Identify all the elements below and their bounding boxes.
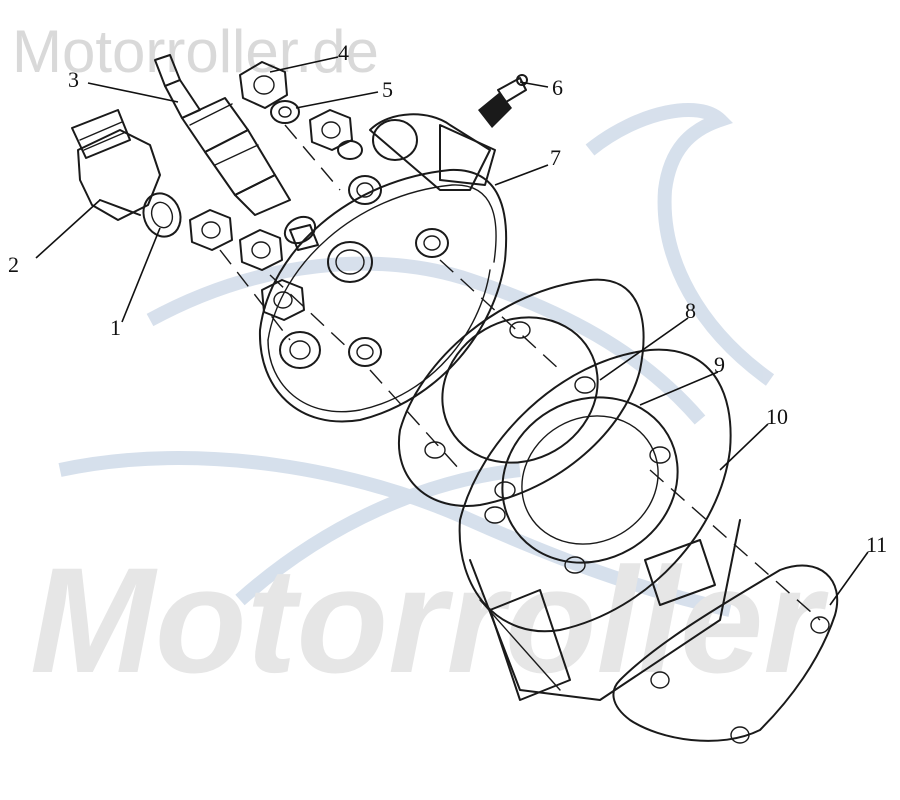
callout-1: 1 [110, 315, 121, 340]
callout-7: 7 [550, 145, 561, 170]
spark-plug [154, 54, 291, 216]
temperature-sensor [71, 109, 161, 221]
watermark-emblem [58, 103, 775, 617]
callout-8: 8 [685, 298, 696, 323]
bleed-valve [478, 74, 528, 128]
callout-3: 3 [68, 67, 79, 92]
washer-top [270, 100, 300, 124]
callout-labels: 1 2 3 4 5 6 7 8 9 10 11 [8, 40, 887, 557]
head-gasket [397, 278, 645, 507]
watermark-bottom-text: Motorroller [30, 536, 829, 704]
callout-4: 4 [338, 40, 349, 65]
sensor-washer [142, 192, 182, 238]
watermark-top-text: Motorroller.de [12, 18, 379, 85]
cylinder-head [258, 113, 508, 423]
callout-6: 6 [552, 75, 563, 100]
assembly-lines [219, 124, 821, 621]
callout-11: 11 [866, 532, 887, 557]
callout-9: 9 [714, 352, 725, 377]
leader-lines [35, 56, 869, 606]
cylinder-block [458, 348, 741, 701]
cylinder-nut-top [239, 61, 288, 109]
callout-5: 5 [382, 77, 393, 102]
callout-10: 10 [766, 404, 788, 429]
base-gasket [612, 564, 839, 744]
callout-2: 2 [8, 252, 19, 277]
